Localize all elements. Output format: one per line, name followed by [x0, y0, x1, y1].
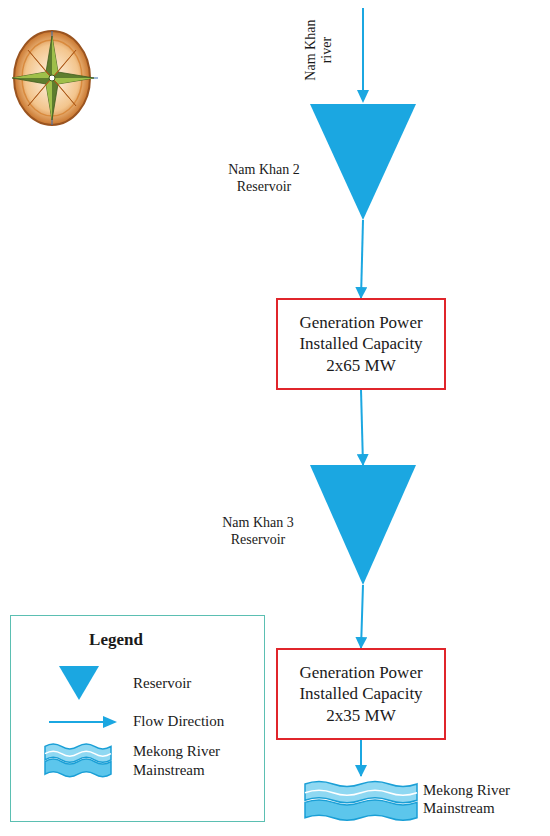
flow-arrow — [360, 740, 362, 776]
legend-text: Flow Direction — [133, 712, 245, 731]
legend-box: LegendReservoirFlow DirectionMekong Rive… — [10, 615, 265, 822]
reservoir-triangle — [310, 465, 416, 585]
flow-arrow — [361, 585, 363, 648]
river-symbol — [45, 744, 111, 777]
flow-symbol-head — [103, 716, 117, 728]
power-station-box: Generation Power Installed Capacity 2x35… — [276, 648, 446, 740]
wave-band — [45, 759, 111, 777]
legend-row: Reservoir — [11, 664, 264, 704]
river-node: Mekong River Mainstream — [305, 776, 417, 820]
flow-arrow — [361, 390, 363, 465]
legend-sample — [41, 740, 116, 780]
reservoir-triangle — [310, 104, 416, 220]
box-text: Generation Power Installed Capacity 2x65… — [288, 312, 434, 376]
river-shape — [305, 776, 417, 820]
legend-row: Mekong River Mainstream — [11, 740, 264, 780]
legend-sample — [41, 664, 116, 704]
reservoir-symbol — [59, 666, 99, 700]
flow-symbol — [49, 721, 105, 723]
legend-text: Reservoir — [133, 674, 245, 693]
power-station-box: Generation Power Installed Capacity 2x65… — [276, 298, 446, 390]
flow-arrow — [361, 220, 363, 298]
box-text: Generation Power Installed Capacity 2x35… — [288, 662, 434, 726]
reservoir-node: Nam Khan 2 Reservoir — [310, 104, 416, 220]
reservoir-node: Nam Khan 3 Reservoir — [310, 465, 416, 585]
compass-rose — [8, 28, 100, 128]
wave-highlight — [45, 751, 111, 756]
shape-label: Mekong River Mainstream — [423, 781, 539, 817]
wave-band — [305, 800, 417, 820]
legend-sample — [41, 702, 116, 742]
shape-label: Nam Khan 2 Reservoir — [220, 162, 308, 196]
legend-text: Mekong River Mainstream — [133, 742, 245, 780]
river-name: Nam Khan river — [303, 12, 335, 88]
shape-label: Nam Khan 3 Reservoir — [213, 515, 303, 549]
reservoir-shape — [310, 104, 416, 220]
inflow-arrow — [0, 0, 550, 110]
reservoir-shape — [310, 465, 416, 585]
legend-title: Legend — [11, 630, 221, 650]
legend-row: Flow Direction — [11, 702, 264, 742]
wave-highlight — [305, 790, 417, 795]
